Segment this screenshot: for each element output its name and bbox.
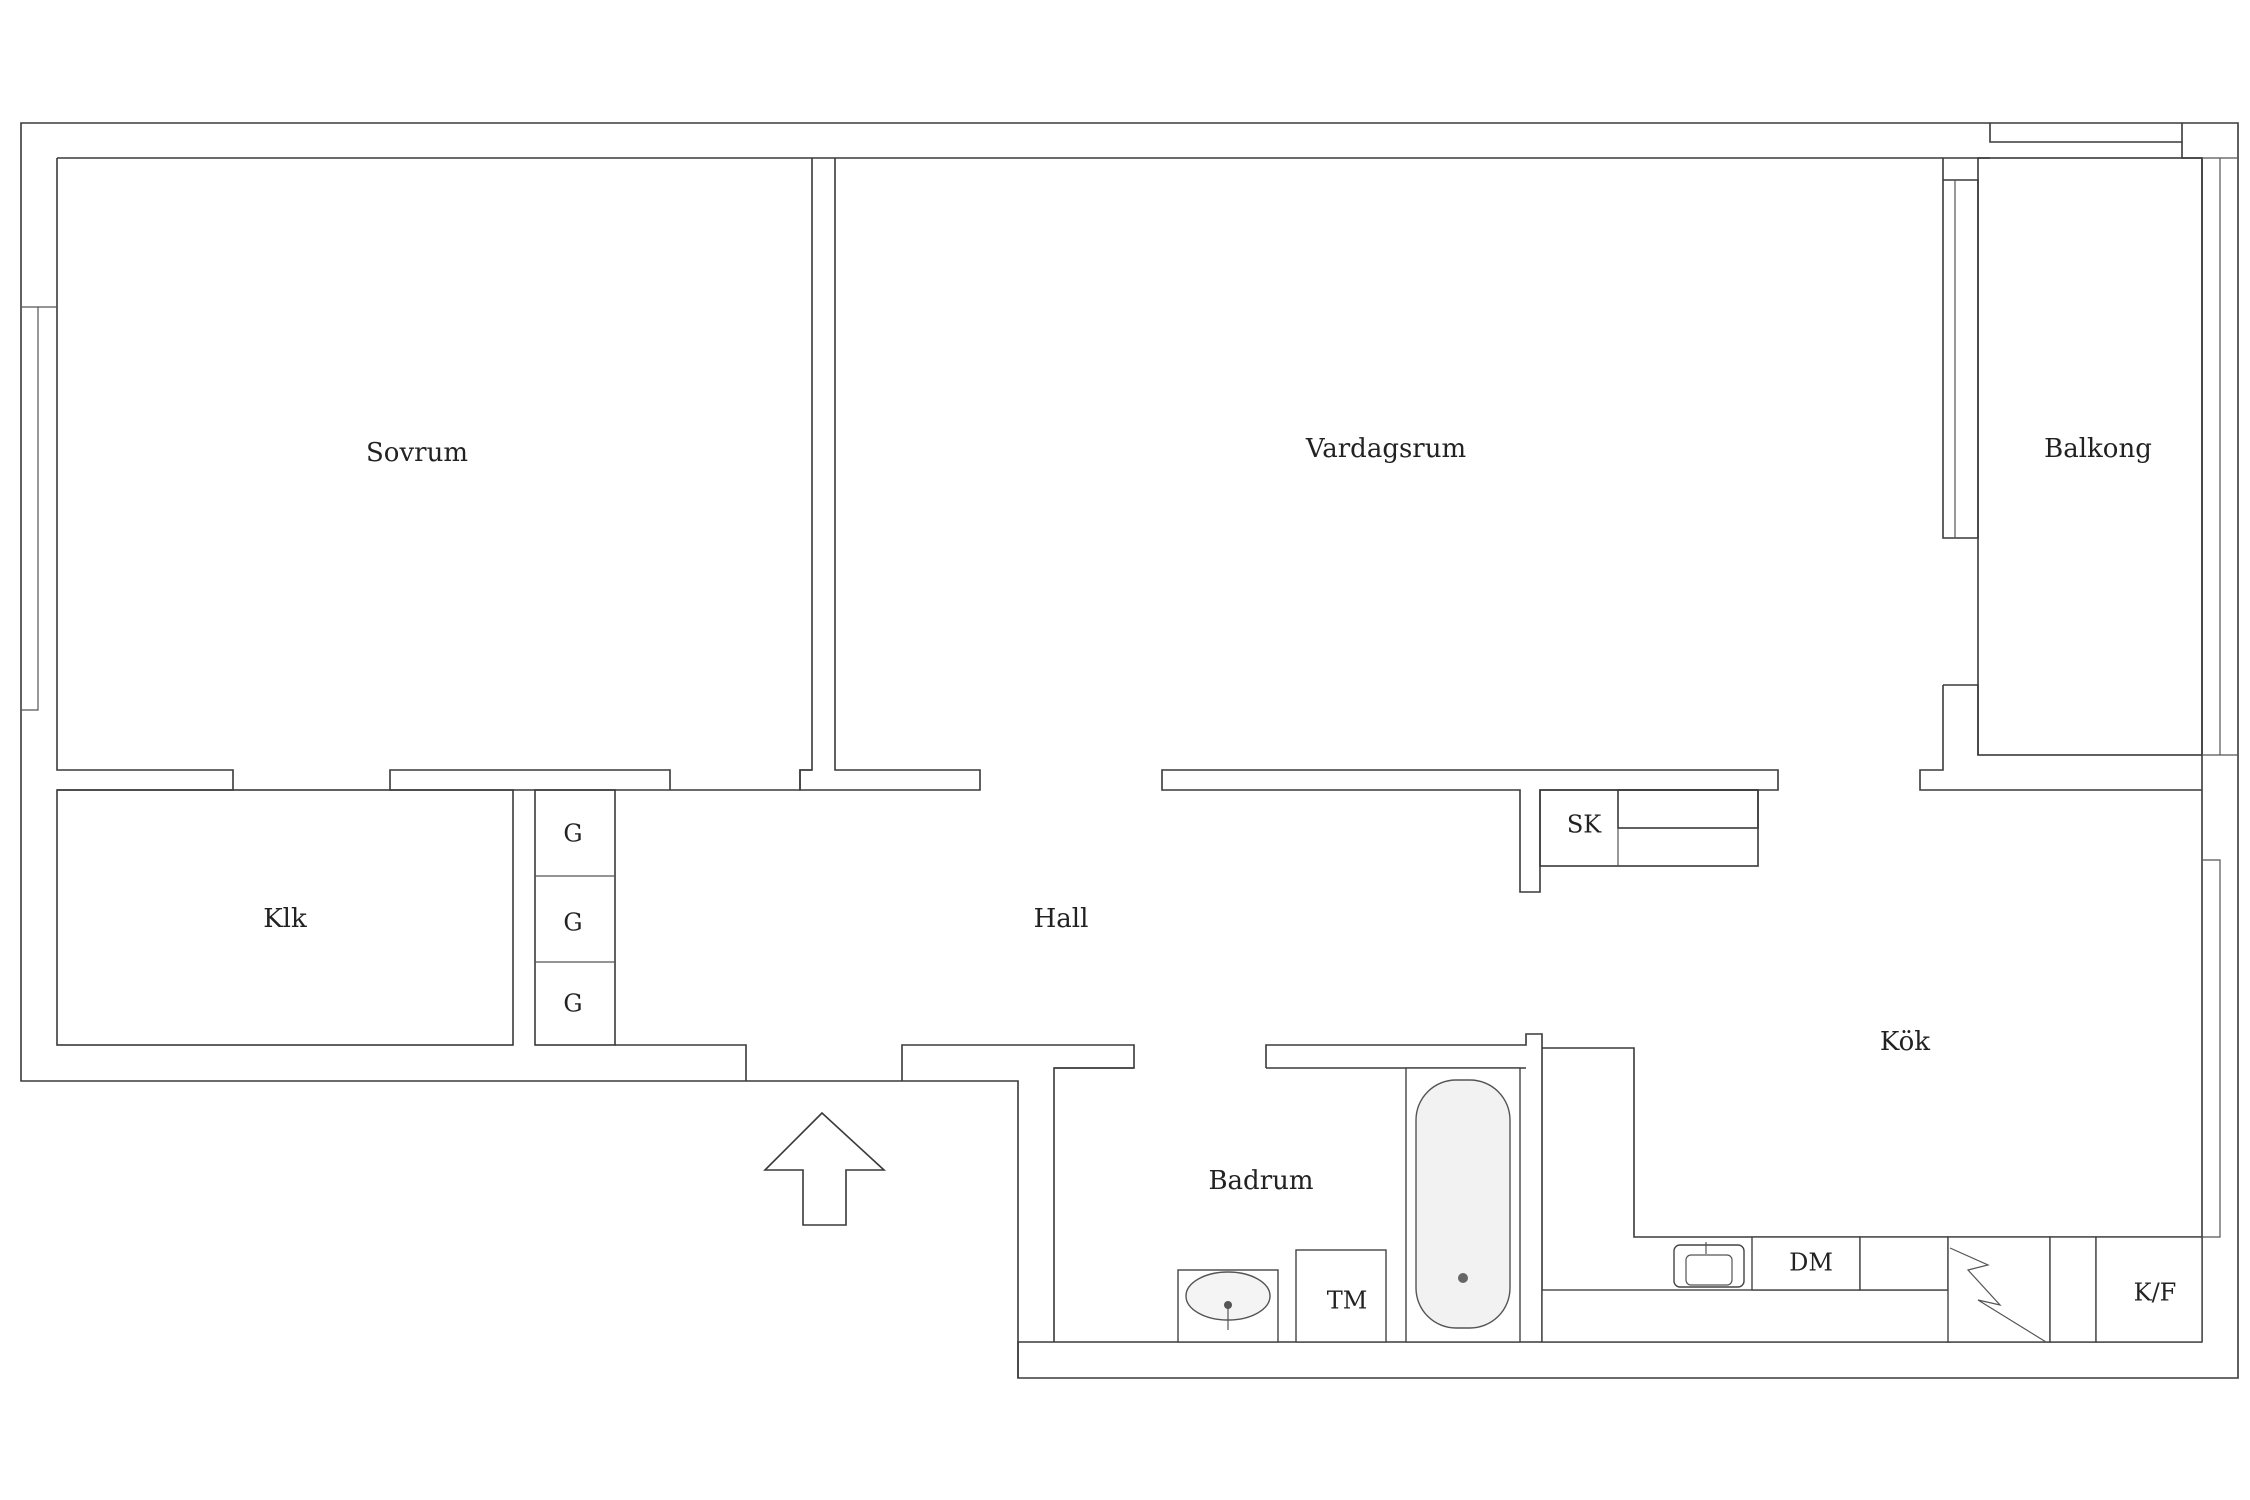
wardrobe-label-3: G — [563, 990, 582, 1018]
tm-label: TM — [1327, 1287, 1368, 1315]
room-label-sovrum: Sovrum — [366, 438, 468, 468]
kitchen-sink — [1673, 1244, 1745, 1288]
room-label-balkong: Balkong — [2044, 434, 2152, 464]
room-label-klk: Klk — [263, 904, 307, 934]
bathroom — [1054, 1067, 1521, 1343]
wardrobe-label-2: G — [563, 909, 582, 937]
stove — [1947, 1236, 2051, 1343]
fridge — [2095, 1236, 2203, 1343]
wardrobe-label-1: G — [563, 820, 582, 848]
kitchen-walls — [1541, 859, 2221, 1343]
bedroom-walls — [21, 158, 813, 791]
dm-label: DM — [1789, 1249, 1833, 1277]
living-room-walls — [799, 158, 2202, 893]
sk-closet — [1539, 789, 1759, 867]
room-label-badrum: Badrum — [1208, 1166, 1313, 1196]
balcony — [1977, 157, 2238, 756]
room-label-kok: Kök — [1880, 1027, 1930, 1057]
room-label-hall: Hall — [1034, 904, 1089, 934]
counter-far — [2049, 1236, 2097, 1343]
entrance-arrow-icon — [763, 1111, 887, 1226]
stove-symbol-icon — [1949, 1247, 2047, 1343]
counter — [1541, 1289, 1951, 1343]
bathtub-basin — [1415, 1079, 1511, 1329]
wardrobes — [534, 789, 616, 1046]
washing-machine — [1295, 1249, 1387, 1343]
room-label-vardagsrum: Vardagsrum — [1305, 434, 1466, 464]
sk-label: SK — [1567, 811, 1602, 839]
outer-walls — [20, 122, 2239, 1379]
counter-right — [1859, 1236, 1949, 1291]
closet-room — [56, 789, 514, 1046]
kf-label: K/F — [2134, 1279, 2177, 1307]
